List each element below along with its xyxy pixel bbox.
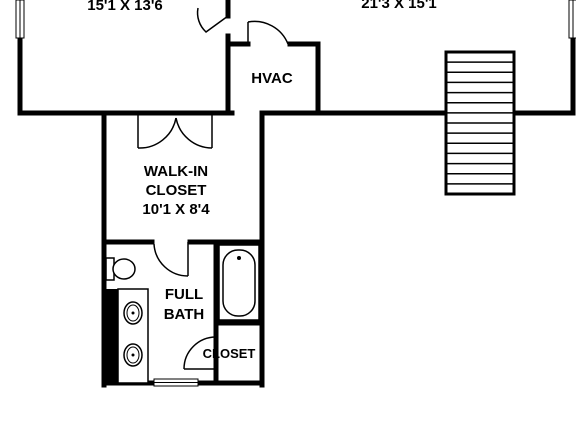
walk-in-closet-label-line2: CLOSET bbox=[146, 182, 207, 199]
closet-label: CLOSET bbox=[203, 346, 256, 361]
sink-upper bbox=[123, 301, 143, 325]
vanity bbox=[102, 288, 149, 384]
full-bath-label-line1: FULL bbox=[165, 286, 203, 303]
walk-in-closet-double-door bbox=[137, 113, 213, 149]
closet-door bbox=[183, 336, 217, 370]
staircase bbox=[444, 50, 516, 196]
sink-lower bbox=[123, 343, 143, 367]
window-bottom bbox=[153, 378, 199, 387]
door-swing-top bbox=[196, 0, 229, 33]
bathtub bbox=[218, 244, 260, 321]
bath-door bbox=[153, 242, 189, 277]
hvac-label: HVAC bbox=[251, 70, 293, 87]
walk-in-closet-dims: 10'1 X 8'4 bbox=[142, 201, 210, 218]
full-bath-label-line2: BATH bbox=[164, 306, 205, 323]
toilet bbox=[105, 257, 136, 281]
window-left bbox=[15, 0, 25, 39]
top-left-room-dims: 15'1 X 13'6 bbox=[87, 0, 163, 14]
walk-in-closet-label-line1: WALK-IN bbox=[144, 163, 208, 180]
window-right bbox=[568, 0, 576, 39]
hvac-door bbox=[247, 20, 289, 45]
top-right-room-dims: 21'3 X 15'1 bbox=[361, 0, 437, 12]
